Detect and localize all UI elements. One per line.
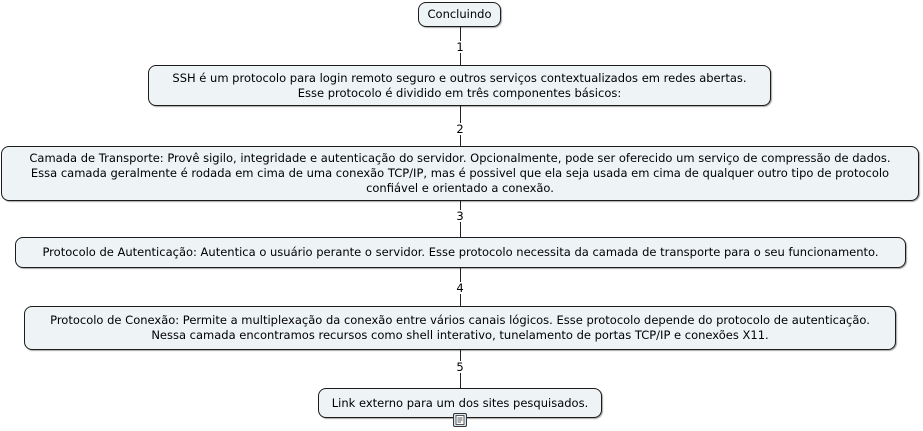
root-node[interactable]: Concluindo [418, 2, 501, 27]
transport-layer-node[interactable]: Camada de Transporte: Provê sigilo, inte… [1, 146, 919, 201]
edge-label-2: 2 [452, 123, 468, 135]
external-link-text: Link externo para um dos sites pesquisad… [331, 395, 589, 410]
transport-layer-line-2: Essa camada geralmente é rodada em cima … [30, 166, 890, 180]
root-node-text: Concluindo [427, 7, 492, 21]
edge-label-4: 4 [452, 282, 468, 294]
transport-layer-line-3: confiável e orientado a conexão. [366, 181, 554, 195]
connection-protocol-line-2: Nessa camada encontramos recursos como s… [151, 328, 769, 342]
edge-label-1: 1 [452, 41, 468, 53]
edge-label-3: 3 [452, 210, 468, 222]
ssh-intro-line-2: Esse protocolo é dividido em três compon… [297, 85, 622, 100]
connection-protocol-line-1: Protocolo de Conexão: Permite a multiple… [50, 313, 870, 327]
connection-protocol-node[interactable]: Protocolo de Conexão: Permite a multiple… [24, 306, 896, 350]
note-icon[interactable] [453, 413, 467, 427]
authentication-protocol-node[interactable]: Protocolo de Autenticação: Autentica o u… [15, 237, 906, 268]
transport-layer-line-1: Camada de Transporte: Provê sigilo, inte… [29, 151, 891, 165]
edge-label-5: 5 [452, 361, 468, 373]
authentication-protocol-text: Protocolo de Autenticação: Autentica o u… [42, 245, 879, 259]
ssh-intro-node[interactable]: SSH é um protocolo para login remoto seg… [148, 65, 771, 106]
ssh-intro-line-1: SSH é um protocolo para login remoto seg… [172, 70, 747, 85]
